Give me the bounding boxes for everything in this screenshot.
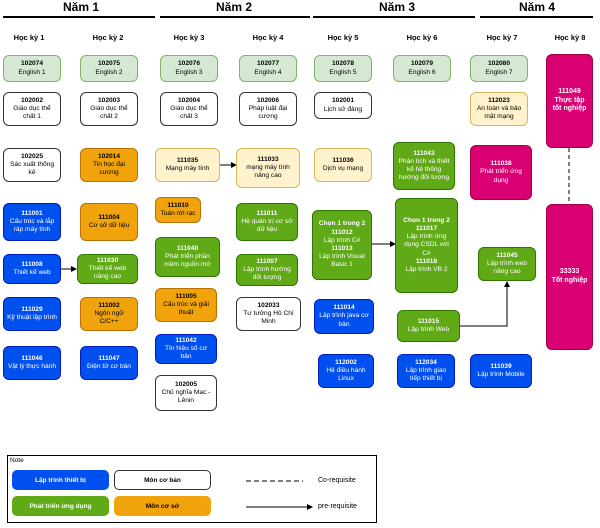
year-4-bar bbox=[480, 16, 593, 18]
semester-8-header: Học kỳ 8 bbox=[554, 33, 586, 42]
year-2-header: Năm 2 bbox=[216, 0, 253, 14]
legend-basic: Môn cơ bản bbox=[114, 470, 211, 490]
semester-3-header: Học kỳ 3 bbox=[173, 33, 205, 42]
arrow-webprog-to-webadv bbox=[460, 281, 510, 327]
semester-6-header: Học kỳ 6 bbox=[406, 33, 438, 42]
semester-4-header: Học kỳ 4 bbox=[252, 33, 284, 42]
legend-title: Note bbox=[10, 457, 24, 464]
year-1-bar bbox=[3, 16, 155, 18]
legend-panel: Note bbox=[7, 455, 377, 523]
legend-appdev: Phát triển ứng dụng bbox=[12, 496, 109, 516]
year-1-header: Năm 1 bbox=[63, 0, 100, 14]
year-4-header: Năm 4 bbox=[519, 0, 556, 14]
year-2-bar bbox=[160, 16, 310, 18]
legend-coreq-label: Co-requisite bbox=[318, 477, 356, 484]
semester-2-header: Học kỳ 2 bbox=[92, 33, 124, 42]
year-3-header: Năm 3 bbox=[379, 0, 416, 14]
year-3-bar bbox=[313, 16, 475, 18]
semester-5-header: Học kỳ 5 bbox=[327, 33, 359, 42]
semester-7-header: Học kỳ 7 bbox=[486, 33, 518, 42]
legend-prereq-label: pre-requisite bbox=[318, 503, 357, 510]
legend-core: Môn cơ sở bbox=[114, 496, 211, 516]
semester-1-header: Học kỳ 1 bbox=[13, 33, 45, 42]
legend-embedded: Lập trình thiết bị bbox=[12, 470, 109, 490]
